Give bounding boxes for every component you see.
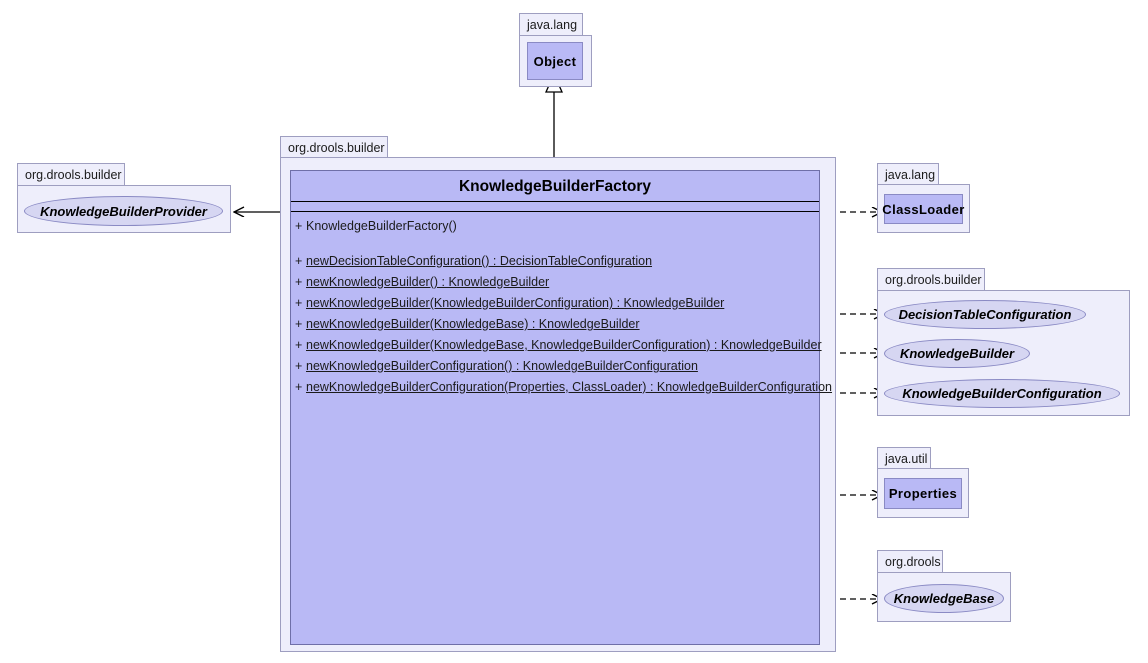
operation-row[interactable]: +newDecisionTableConfiguration() : Decis… (291, 251, 819, 272)
visibility-marker: + (295, 219, 303, 233)
node-object[interactable]: Object (527, 42, 583, 80)
visibility-marker: + (295, 254, 303, 268)
package-label: org.drools.builder (280, 136, 388, 158)
operation-signature: newKnowledgeBuilderConfiguration() : Kno… (306, 359, 698, 373)
operations-spacer (291, 237, 819, 251)
visibility-marker: + (295, 359, 303, 373)
node-knowledge-builder-configuration[interactable]: KnowledgeBuilderConfiguration (884, 379, 1120, 408)
operation-row[interactable]: +newKnowledgeBuilder(KnowledgeBase, Know… (291, 335, 822, 356)
node-properties[interactable]: Properties (884, 478, 962, 509)
node-class-loader[interactable]: ClassLoader (882, 194, 964, 224)
operation-row[interactable]: +newKnowledgeBuilderConfiguration(Proper… (291, 377, 832, 398)
node-decision-table-configuration[interactable]: DecisionTableConfiguration (884, 300, 1086, 329)
class-operations-compartment: +KnowledgeBuilderFactory() +newDecisionT… (291, 212, 832, 398)
package-label: org.drools.builder (877, 268, 985, 290)
node-knowledge-builder[interactable]: KnowledgeBuilder (884, 339, 1030, 368)
class-knowledge-builder-factory[interactable]: KnowledgeBuilderFactory +KnowledgeBuilde… (290, 170, 832, 645)
node-knowledge-builder-provider[interactable]: KnowledgeBuilderProvider (24, 196, 223, 226)
package-label: java.lang (877, 163, 939, 184)
operation-signature: newKnowledgeBuilder(KnowledgeBuilderConf… (306, 296, 725, 310)
visibility-marker: + (295, 317, 303, 331)
visibility-marker: + (295, 275, 303, 289)
operation-row[interactable]: +KnowledgeBuilderFactory() (291, 216, 819, 237)
operation-signature: newDecisionTableConfiguration() : Decisi… (306, 254, 653, 268)
visibility-marker: + (295, 380, 303, 394)
package-label: java.util (877, 447, 931, 468)
class-attributes-compartment (291, 202, 819, 212)
package-label: org.drools.builder (17, 163, 125, 185)
operation-row[interactable]: +newKnowledgeBuilder(KnowledgeBase) : Kn… (291, 314, 819, 335)
operation-row[interactable]: +newKnowledgeBuilderConfiguration() : Kn… (291, 356, 819, 377)
node-knowledge-base[interactable]: KnowledgeBase (884, 584, 1004, 613)
package-label: org.drools (877, 550, 943, 572)
operation-signature: newKnowledgeBuilder(KnowledgeBase, Knowl… (306, 338, 822, 352)
visibility-marker: + (295, 338, 303, 352)
class-name: KnowledgeBuilderFactory (291, 171, 819, 202)
operation-signature: newKnowledgeBuilder(KnowledgeBase) : Kno… (306, 317, 640, 331)
visibility-marker: + (295, 296, 303, 310)
operation-row[interactable]: +newKnowledgeBuilder() : KnowledgeBuilde… (291, 272, 819, 293)
operation-signature: KnowledgeBuilderFactory() (306, 219, 457, 233)
operation-row[interactable]: +newKnowledgeBuilder(KnowledgeBuilderCon… (291, 293, 819, 314)
edge-generalization-object (544, 72, 564, 170)
operation-signature: newKnowledgeBuilderConfiguration(Propert… (306, 380, 833, 394)
package-label: java.lang (519, 13, 583, 35)
operation-signature: newKnowledgeBuilder() : KnowledgeBuilder (306, 275, 550, 289)
